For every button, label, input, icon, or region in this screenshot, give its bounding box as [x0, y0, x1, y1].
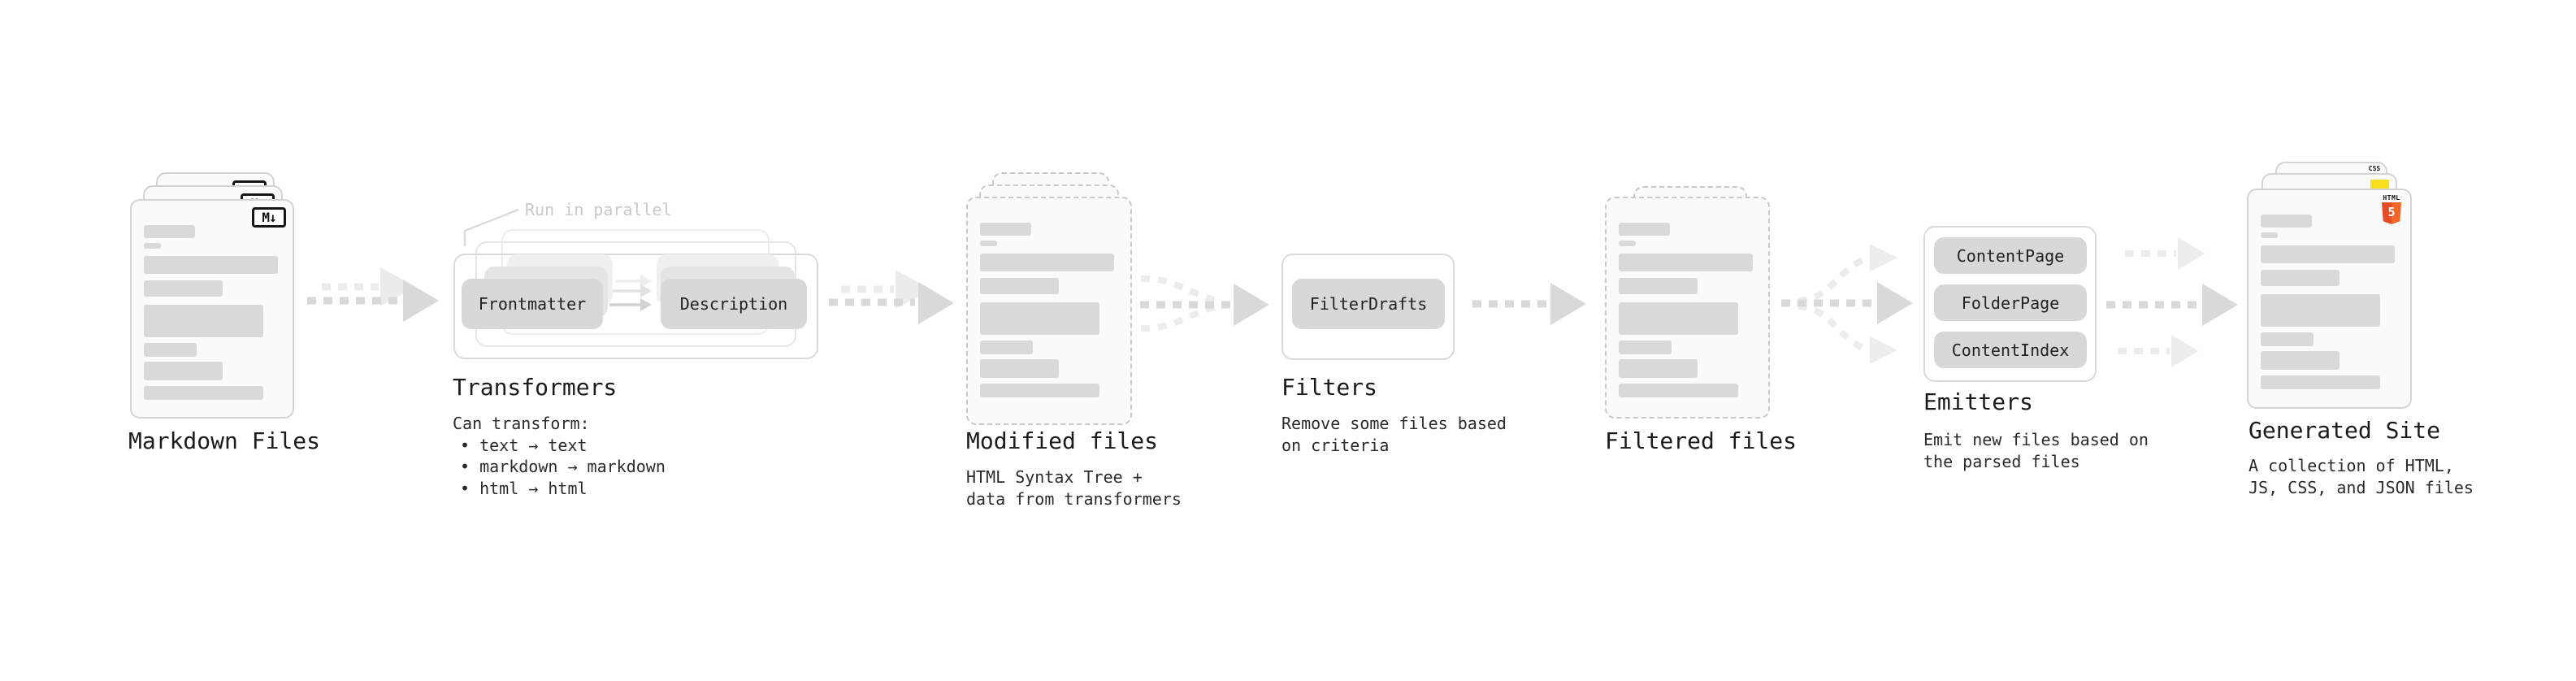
doc-content-bar — [2261, 351, 2340, 370]
html5-icon-label: HTML — [2383, 194, 2400, 202]
filters-desc-line1: Remove some files based — [1281, 414, 1507, 433]
doc-content-bar — [980, 340, 1033, 354]
html5-icon: HTML 5 — [2381, 194, 2402, 224]
transformers-heading: Transformers — [453, 374, 618, 401]
doc-content-bar — [144, 343, 197, 357]
doc-content-bar — [980, 278, 1059, 294]
generated-doc-front: HTML 5 — [2247, 189, 2412, 409]
description-button: Description — [661, 279, 807, 329]
doc-content-bar — [980, 359, 1059, 378]
generated-site-desc-line1: A collection of HTML, — [2249, 456, 2454, 475]
doc-content-bar — [144, 256, 278, 274]
modified-files-desc-line1: HTML Syntax Tree + — [966, 467, 1143, 487]
contentpage-button: ContentPage — [1934, 237, 2087, 274]
filters-heading: Filters — [1281, 374, 1378, 401]
doc-content-bar — [2261, 270, 2340, 286]
modified-files-label: Modified files — [966, 427, 1159, 454]
doc-content-bar — [1619, 359, 1698, 378]
run-in-parallel-callout-line — [463, 208, 519, 246]
doc-content-bar — [144, 280, 223, 297]
doc-content-bar — [1619, 340, 1672, 354]
generated-site-desc-line2: JS, CSS, and JSON files — [2249, 478, 2474, 497]
run-in-parallel-note: Run in parallel — [525, 200, 672, 219]
doc-content-bar — [2261, 375, 2380, 389]
arrows-emitters-to-generated — [2106, 237, 2238, 367]
modified-files-desc-line2: data from transformers — [966, 489, 1182, 509]
markdown-icon: M↓ — [252, 207, 286, 228]
doc-content-bar — [144, 305, 263, 337]
doc-content-bar — [2261, 232, 2278, 238]
transformers-bullet-1: • text → text — [460, 436, 588, 455]
doc-content-bar — [980, 223, 1031, 236]
transformer-box-front — [453, 254, 818, 359]
emitters-desc-line1: Emit new files based on — [1923, 430, 2149, 449]
markdown-files-label: Markdown Files — [128, 427, 321, 454]
emitters-desc-line2: the parsed files — [1923, 452, 2080, 471]
doc-content-bar — [2261, 294, 2380, 327]
transformer-parallel-arrows — [609, 275, 652, 311]
doc-content-bar — [980, 302, 1099, 335]
doc-content-bar — [2261, 245, 2395, 263]
modified-doc-front — [966, 197, 1132, 425]
doc-content-bar — [980, 254, 1114, 271]
css-icon-text: CSS — [2368, 165, 2381, 172]
js-icon — [2370, 180, 2389, 189]
doc-content-bar — [144, 225, 195, 238]
arrow-transformers-to-modified — [829, 270, 954, 324]
emitters-box — [1923, 226, 2097, 382]
transformers-desc-title: Can transform: — [453, 414, 590, 433]
html5-icon-number: 5 — [2387, 205, 2396, 219]
contentindex-button: ContentIndex — [1934, 332, 2087, 368]
doc-content-bar — [1619, 254, 1753, 271]
doc-content-bar — [1619, 278, 1698, 294]
transformers-bullet-2: • markdown → markdown — [460, 457, 666, 476]
doc-content-bar — [980, 241, 997, 246]
doc-content-bar — [1619, 241, 1636, 246]
doc-content-bar — [144, 243, 161, 249]
filterdrafts-button: FilterDrafts — [1292, 279, 1445, 329]
filtered-doc-front — [1605, 197, 1770, 419]
doc-content-bar — [144, 362, 223, 380]
doc-content-bar — [2261, 332, 2314, 346]
filtered-files-label: Filtered files — [1605, 427, 1798, 454]
html5-icon-shield: 5 — [2382, 202, 2401, 224]
doc-content-bar — [980, 384, 1099, 397]
frontmatter-button: Frontmatter — [462, 279, 603, 329]
arrow-markdown-to-transformers — [307, 267, 439, 322]
doc-content-bar — [144, 386, 263, 400]
emitters-heading: Emitters — [1923, 388, 2033, 415]
doc-content-bar — [1619, 384, 1738, 397]
doc-content-bar — [1619, 302, 1738, 335]
markdown-doc-front: M↓ — [130, 199, 294, 419]
filters-desc-line2: on criteria — [1281, 436, 1390, 455]
generated-site-label: Generated Site — [2249, 417, 2441, 444]
doc-content-bar — [1619, 223, 1670, 236]
arrow-filtered-to-emitters — [1781, 244, 1913, 364]
transformers-bullet-3: • html → html — [460, 479, 588, 498]
arrow-filters-to-filtered — [1472, 283, 1586, 325]
folderpage-button: FolderPage — [1934, 284, 2087, 321]
arrow-modified-to-filters — [1140, 275, 1269, 332]
filters-box — [1281, 254, 1455, 360]
doc-content-bar — [2261, 215, 2312, 228]
